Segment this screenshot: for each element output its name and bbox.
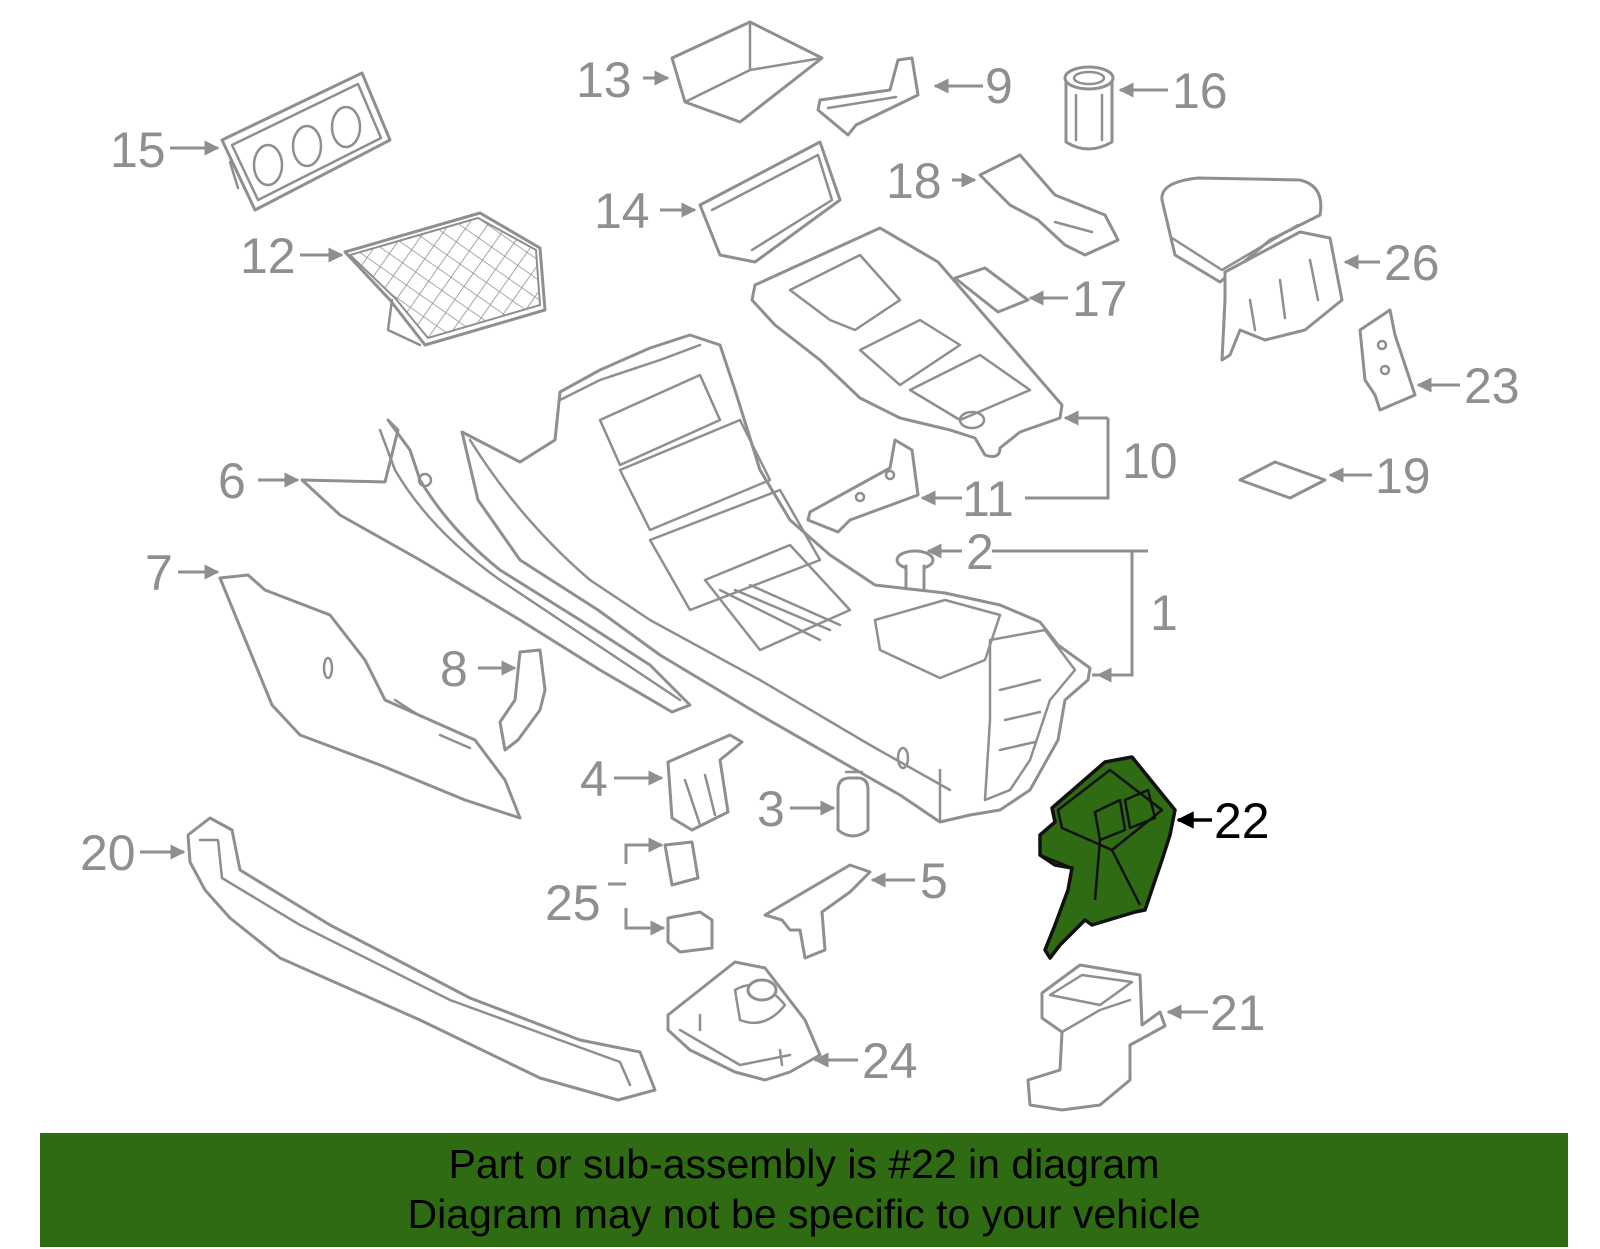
part-19-pad[interactable] bbox=[1238, 460, 1327, 500]
label-3: 3 bbox=[757, 781, 785, 837]
label-26: 26 bbox=[1384, 235, 1440, 291]
label-7: 7 bbox=[145, 545, 173, 601]
part-14-lid[interactable] bbox=[698, 140, 842, 264]
label-18: 18 bbox=[886, 153, 942, 209]
label-21: 21 bbox=[1210, 985, 1266, 1041]
label-14: 14 bbox=[594, 183, 650, 239]
part-number-labels: 13 9 16 15 18 14 12 26 17 23 10 19 6 11 … bbox=[80, 52, 1520, 1089]
banner-line-1: Part or sub-assembly is #22 in diagram bbox=[448, 1141, 1160, 1187]
label-11: 11 bbox=[962, 471, 1014, 527]
label-22: 22 bbox=[1214, 793, 1270, 849]
part-10-upper-trim[interactable] bbox=[750, 226, 1064, 458]
label-10: 10 bbox=[1122, 433, 1178, 489]
info-banner: Part or sub-assembly is #22 in diagram D… bbox=[40, 1133, 1568, 1247]
label-15: 15 bbox=[110, 122, 166, 178]
part-8-bracket[interactable] bbox=[498, 648, 547, 752]
label-13: 13 bbox=[576, 52, 632, 108]
part-12-storage-tray[interactable] bbox=[343, 211, 547, 347]
part-17-mat[interactable] bbox=[953, 266, 1030, 314]
part-23-bracket[interactable] bbox=[1358, 308, 1417, 412]
label-20: 20 bbox=[80, 825, 136, 881]
label-24: 24 bbox=[862, 1033, 918, 1089]
part-18-mat[interactable] bbox=[978, 153, 1120, 257]
label-25: 25 bbox=[545, 875, 601, 931]
part-21-storage-bin[interactable] bbox=[1026, 963, 1167, 1112]
part-9-bracket[interactable] bbox=[816, 56, 920, 137]
part-6-side-trim[interactable] bbox=[300, 418, 692, 714]
label-5: 5 bbox=[920, 853, 948, 909]
label-12: 12 bbox=[240, 228, 296, 284]
label-16: 16 bbox=[1172, 63, 1228, 119]
label-1: 1 bbox=[1150, 585, 1178, 641]
part-7-side-panel[interactable] bbox=[218, 573, 522, 820]
part-26-armrest[interactable] bbox=[1160, 176, 1344, 362]
label-2: 2 bbox=[966, 524, 994, 580]
leader-lines bbox=[140, 70, 1460, 1068]
banner-line-2: Diagram may not be specific to your vehi… bbox=[407, 1191, 1201, 1237]
label-17: 17 bbox=[1072, 271, 1128, 327]
part-16-cup-holder[interactable] bbox=[1063, 65, 1115, 151]
part-24-shifter[interactable] bbox=[666, 960, 822, 1082]
label-23: 23 bbox=[1464, 358, 1520, 414]
part-5-rail[interactable] bbox=[763, 863, 872, 960]
part-22-rear-vent-panel[interactable] bbox=[1038, 755, 1177, 960]
label-6: 6 bbox=[218, 453, 246, 509]
label-9: 9 bbox=[985, 58, 1013, 114]
label-4: 4 bbox=[580, 751, 608, 807]
part-13-tray-insert[interactable] bbox=[670, 20, 824, 124]
part-11-bracket[interactable] bbox=[806, 438, 920, 534]
part-15-switch-panel[interactable] bbox=[220, 71, 392, 212]
part-1-center-console[interactable] bbox=[460, 333, 1092, 824]
part-2-clip[interactable] bbox=[895, 549, 935, 594]
part-4-bracket[interactable] bbox=[666, 733, 744, 832]
part-3-plug[interactable] bbox=[836, 770, 870, 838]
part-20-duct[interactable] bbox=[186, 816, 657, 1102]
label-8: 8 bbox=[440, 641, 468, 697]
label-19: 19 bbox=[1375, 448, 1431, 504]
part-25-clips[interactable] bbox=[663, 840, 714, 954]
